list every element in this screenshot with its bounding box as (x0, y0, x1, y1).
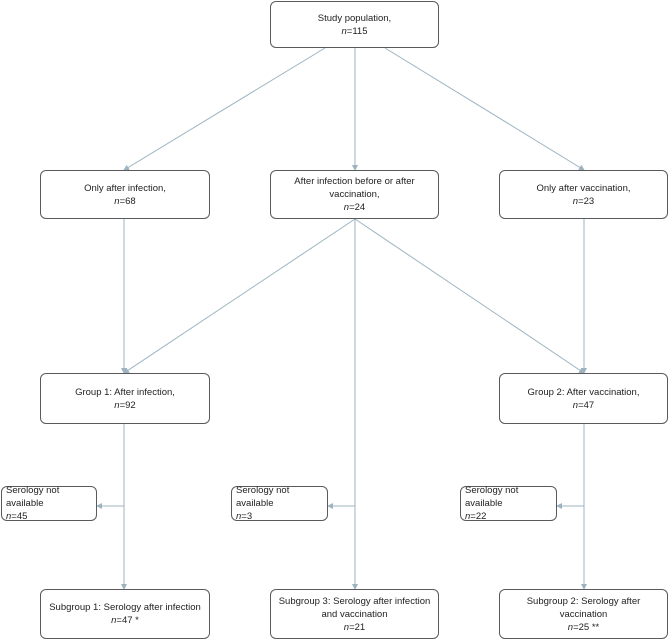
box-count: n=25 ** (567, 621, 600, 633)
box-count: n=22 (465, 511, 487, 522)
group2-box: Group 2: After vaccination, n=47 (499, 373, 668, 424)
box-count: n=21 (343, 621, 366, 633)
box-title: Subgroup 2: Serology after vaccination (526, 595, 641, 620)
box-title: Serology not available (236, 485, 290, 509)
subgroup1-box: Subgroup 1: Serology after infection n=4… (40, 589, 210, 639)
box-title: Subgroup 3: Serology after infection and… (278, 595, 431, 620)
box-title: Only after vaccination, (536, 182, 631, 194)
serology-not-available-box-3: Serology not available n=22 (460, 485, 557, 522)
edge-study-to-only-vaccination (384, 47, 585, 171)
study-population-box: Study population, n=115 (270, 1, 439, 48)
box-count: n=115 (341, 25, 368, 37)
box-count: n=23 (572, 195, 595, 207)
edge-middle-to-group1 (123, 218, 356, 374)
group1-box: Group 1: After infection, n=92 (40, 373, 210, 424)
subgroup3-box: Subgroup 3: Serology after infection and… (270, 589, 439, 639)
box-title: Only after infection, (84, 182, 166, 194)
edge-middle-to-group2 (354, 218, 585, 374)
after-infection-before-or-after-vaccination-box: After infection before or after vaccinat… (270, 170, 439, 219)
edge-study-to-only-infection (123, 47, 326, 171)
box-count: n=68 (114, 195, 136, 207)
box-count: n=47 (572, 399, 595, 411)
box-title: Group 2: After vaccination, (527, 386, 640, 398)
only-after-vaccination-box: Only after vaccination, n=23 (499, 170, 668, 219)
box-title: Group 1: After infection, (75, 386, 175, 398)
only-after-infection-box: Only after infection, n=68 (40, 170, 210, 219)
box-count: n=45 (6, 511, 28, 522)
box-title: Serology not available (465, 485, 519, 509)
subgroup2-box: Subgroup 2: Serology after vaccination n… (499, 589, 668, 639)
serology-not-available-box-2: Serology not available n=3 (231, 485, 328, 522)
box-title: Serology not available (6, 485, 60, 509)
box-count: n=24 (343, 202, 366, 213)
box-title: After infection before or after vaccinat… (294, 176, 415, 200)
box-count: n=3 (236, 511, 253, 522)
box-count: n=47 * (111, 615, 139, 626)
box-count: n=92 (114, 399, 136, 411)
box-title: Subgroup 1: Serology after infection (49, 602, 201, 613)
box-title: Study population, (317, 12, 392, 24)
serology-not-available-box-1: Serology not available n=45 (1, 485, 97, 522)
